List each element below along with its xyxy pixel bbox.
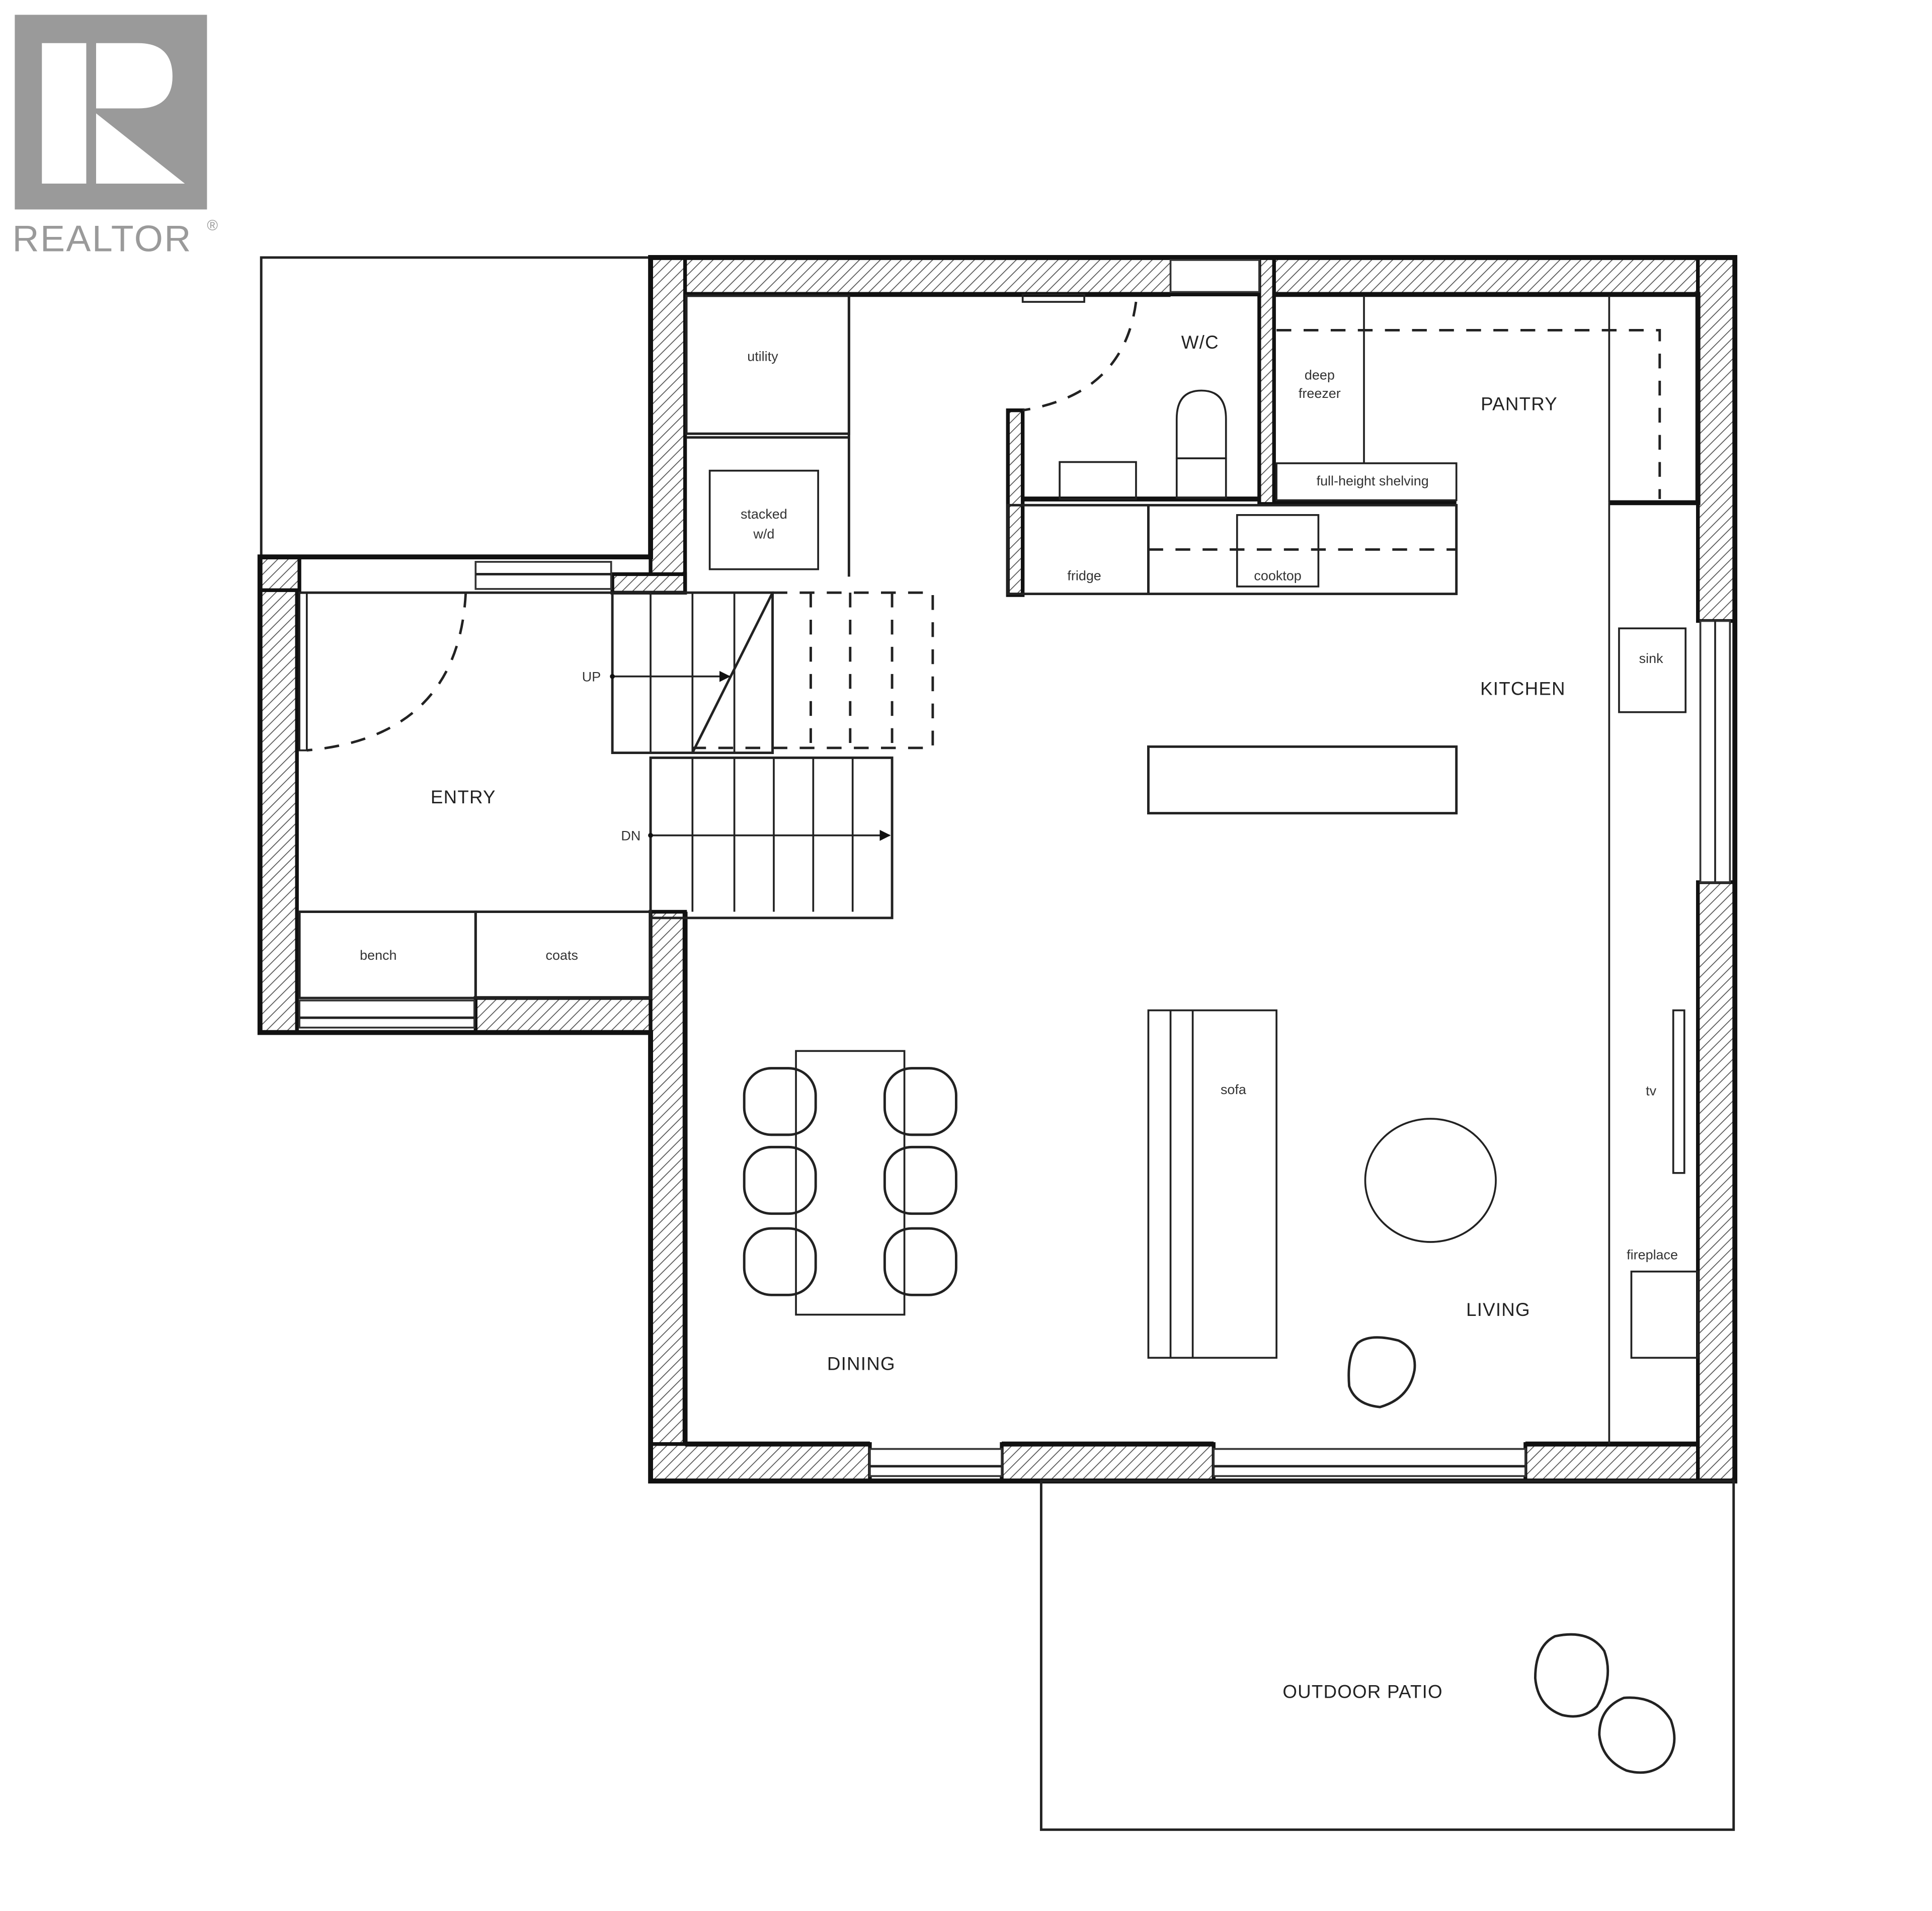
chair-icon [743, 1145, 817, 1215]
exterior-area-box [260, 256, 652, 558]
realtor-logo: REALTOR ® [12, 15, 218, 260]
patio-chair-icon [1534, 1633, 1609, 1718]
armchair-icon [1347, 1336, 1416, 1408]
stair-upper-dashed [692, 591, 934, 750]
realtor-logo-text: REALTOR [12, 218, 192, 260]
kitchen-area: fridge cooktop sink KITCHEN [1006, 503, 1687, 1444]
deep-freezer-label-1: deep [1305, 367, 1335, 382]
toilet-icon [1175, 389, 1227, 460]
entry-door-swing [306, 593, 467, 752]
deep-freezer-label-2: freezer [1299, 386, 1341, 401]
tv [1672, 1009, 1685, 1174]
full-height-shelving-label: full-height shelving [1317, 473, 1429, 488]
stairs-down-label: DN [621, 828, 640, 843]
utility-closet [685, 294, 850, 435]
stacked-wd-label-1: stacked [741, 507, 787, 522]
dining-area: DINING [743, 1050, 957, 1374]
room-label-entry: ENTRY [431, 787, 496, 807]
room-label-outdoor-patio: OUTDOOR PATIO [1282, 1681, 1442, 1702]
living-area: sofa LIVING tv fireplace [1147, 1009, 1699, 1408]
stair-cut-line [691, 592, 774, 754]
room-label-dining: DINING [827, 1354, 896, 1374]
stacked-washer-dryer [708, 469, 819, 570]
room-label-kitchen: KITCHEN [1480, 678, 1566, 699]
chair-icon [743, 1227, 817, 1296]
tv-label: tv [1646, 1084, 1656, 1099]
sink [1618, 627, 1687, 713]
bench-label: bench [360, 948, 396, 963]
fireplace [1630, 1270, 1699, 1359]
window-entry-bottom [298, 1000, 475, 1029]
coats-closet [474, 910, 652, 1000]
kitchen-island [1147, 745, 1458, 815]
entry-door [298, 592, 308, 752]
chair-icon [743, 1067, 817, 1136]
dining-table [795, 1050, 906, 1316]
patio-chair-icon [1598, 1696, 1676, 1774]
fireplace-label: fireplace [1627, 1247, 1678, 1262]
sofa [1147, 1009, 1277, 1359]
staircase[interactable]: UP DN [582, 591, 934, 920]
wc-room: W/C [1021, 293, 1227, 500]
stacked-wd-label-2: w/d [753, 526, 774, 541]
fridge-label: fridge [1067, 568, 1101, 584]
pantry-upper-shelf-dashed [1276, 328, 1661, 500]
room-label-wc: W/C [1181, 332, 1219, 353]
window-bottom-left [869, 1448, 1003, 1477]
wc-vanity [1059, 461, 1137, 500]
pantry-room: deep freezer full-height shelving PANTRY [1275, 295, 1661, 503]
outdoor-patio: OUTDOOR PATIO [1039, 1479, 1735, 1831]
window-bottom-center [1213, 1448, 1526, 1477]
window-entry-top [474, 561, 612, 590]
full-height-shelving [1275, 462, 1458, 502]
stairs-up-label: UP [582, 670, 601, 685]
exterior-walls [257, 255, 1738, 1484]
room-label-pantry: PANTRY [1481, 394, 1558, 414]
wc-door-swing [1022, 301, 1138, 412]
chair-icon [883, 1067, 957, 1136]
entry-area: ENTRY bench coats [298, 591, 652, 1000]
coats-label: coats [546, 948, 578, 963]
dining-chairs [743, 1067, 957, 1296]
sink-label: sink [1639, 651, 1663, 666]
chair-icon [883, 1145, 957, 1215]
window-top-wc [1169, 259, 1260, 293]
registered-mark: ® [207, 217, 218, 234]
coffee-table [1364, 1118, 1497, 1243]
room-label-living: LIVING [1466, 1299, 1531, 1320]
cooktop [1236, 514, 1320, 588]
utility-label: utility [747, 349, 778, 364]
sofa-label: sofa [1221, 1082, 1246, 1097]
cooktop-label: cooktop [1254, 568, 1301, 584]
chair-icon [883, 1227, 957, 1296]
realtor-r-icon [96, 43, 185, 184]
